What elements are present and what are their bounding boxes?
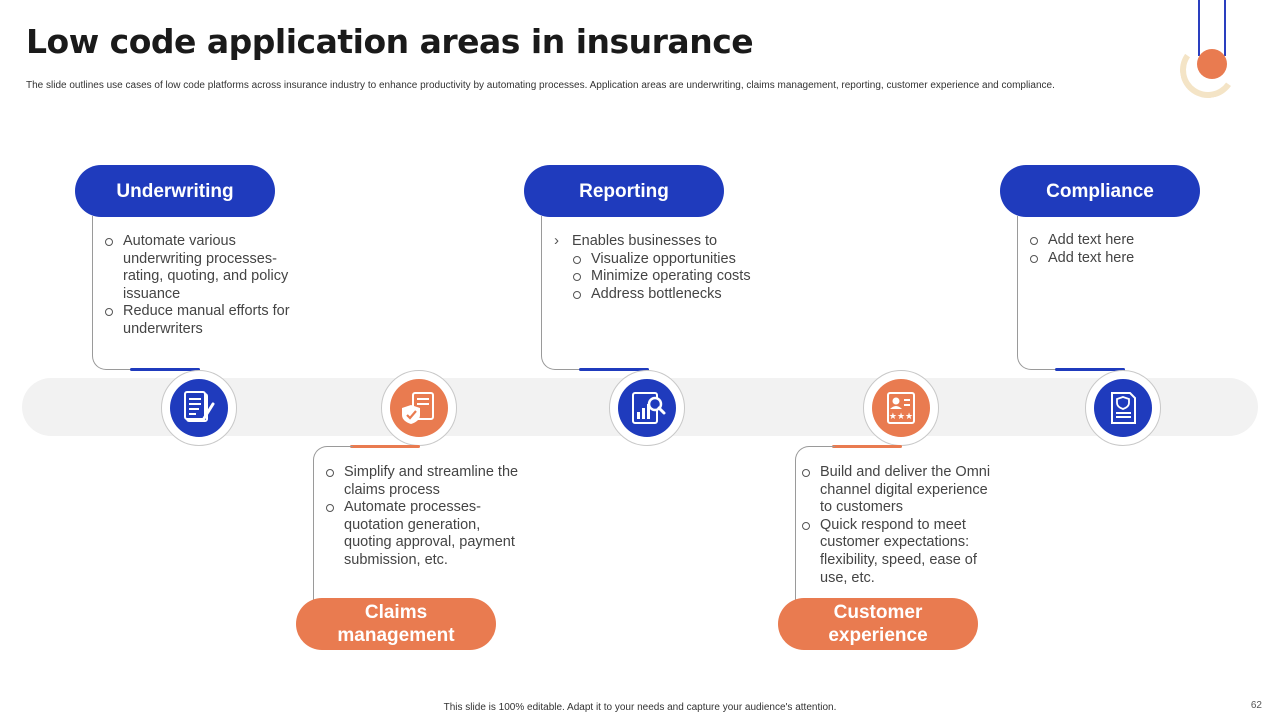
claims-dash (350, 445, 420, 448)
customer-dash (832, 445, 902, 448)
svg-text:★★★: ★★★ (889, 412, 913, 422)
claims-label: Claims management (337, 602, 455, 646)
claims-pill: Claims management (296, 598, 496, 650)
underwriting-text: Automate various underwriting processes-… (104, 233, 294, 339)
reporting-lead: Enables businesses to (553, 232, 793, 251)
chart-magnifier-icon (632, 392, 666, 424)
certificate-shield-icon (1111, 392, 1136, 424)
compliance-bullet: Add text here (1029, 250, 1219, 268)
reporting-node (609, 370, 685, 446)
page-title: Low code application areas in insurance (26, 22, 754, 61)
profile-rating-icon: ★★★ (887, 392, 915, 424)
claims-connector (313, 446, 353, 612)
underwriting-node (161, 370, 237, 446)
underwriting-connector (92, 216, 132, 370)
reporting-connector (541, 216, 581, 370)
compliance-pill: Compliance (1000, 165, 1200, 217)
customer-label: Customer experience (828, 602, 928, 646)
customer-bullet: Quick respond to meet customer expectati… (801, 517, 996, 587)
underwriting-label: Underwriting (116, 180, 234, 202)
reporting-text: Enables businesses to Visualize opportun… (553, 232, 793, 304)
compliance-connector (1017, 216, 1057, 370)
compliance-dash (1055, 368, 1125, 371)
underwriting-bullet: Reduce manual efforts for underwriters (104, 303, 294, 338)
claims-node (381, 370, 457, 446)
reporting-pill: Reporting (524, 165, 724, 217)
reporting-bullet: Minimize operating costs (572, 268, 793, 286)
claims-bullet: Automate processes- quotation generation… (325, 499, 525, 569)
customer-text: Build and deliver the Omni channel digit… (801, 464, 996, 587)
footer-note: This slide is 100% editable. Adapt it to… (443, 702, 837, 713)
underwriting-dash (130, 368, 200, 371)
claims-bullet: Simplify and streamline the claims proce… (325, 464, 525, 499)
customer-connector (795, 446, 835, 612)
customer-node: ★★★ (863, 370, 939, 446)
slide-subtitle: The slide outlines use cases of low code… (26, 80, 1055, 91)
decor-lines (1198, 0, 1226, 56)
compliance-text: Add text here Add text here (1029, 232, 1219, 267)
decor-dot (1197, 49, 1227, 79)
underwriting-bullet: Automate various underwriting processes-… (104, 233, 294, 303)
reporting-bullet: Visualize opportunities (572, 251, 793, 269)
customer-bullet: Build and deliver the Omni channel digit… (801, 464, 996, 517)
shield-check-document-icon (402, 392, 434, 424)
reporting-dash (579, 368, 649, 371)
underwriting-pill: Underwriting (75, 165, 275, 217)
document-pen-icon (184, 391, 215, 422)
compliance-node (1085, 370, 1161, 446)
compliance-label: Compliance (1046, 180, 1154, 202)
reporting-label: Reporting (579, 180, 669, 202)
claims-text: Simplify and streamline the claims proce… (325, 464, 525, 570)
page-number: 62 (1250, 700, 1262, 711)
compliance-bullet: Add text here (1029, 232, 1219, 250)
customer-pill: Customer experience (778, 598, 978, 650)
reporting-bullet: Address bottlenecks (572, 286, 793, 304)
